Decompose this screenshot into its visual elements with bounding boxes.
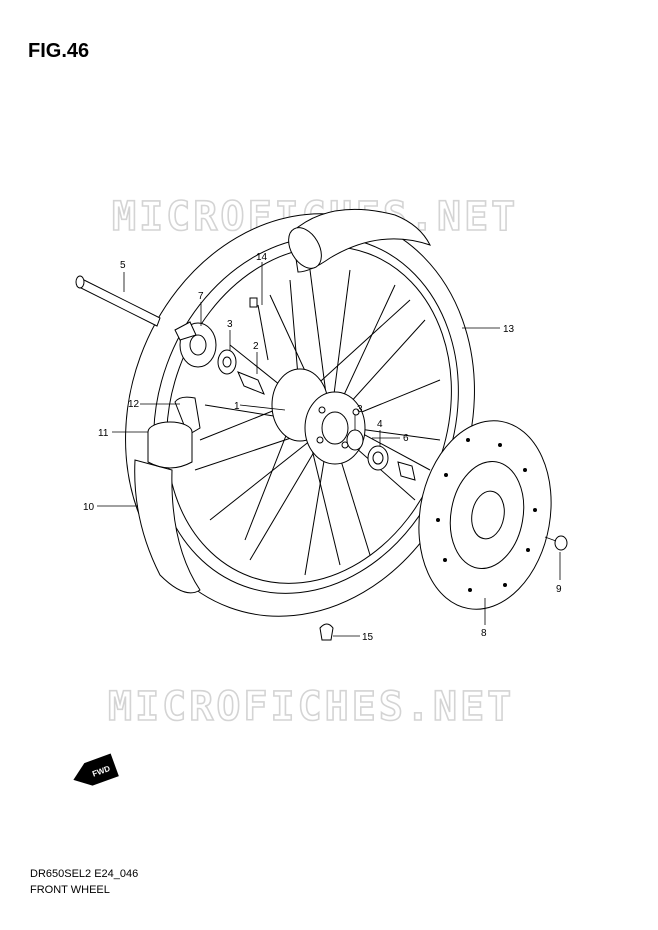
brake-disc <box>418 420 552 610</box>
callout-15: 15 <box>362 632 374 643</box>
brake-disc-cover <box>174 396 201 436</box>
front-wheel-assembly <box>125 208 475 617</box>
callout-9: 9 <box>556 584 562 595</box>
callout-3-right: 3 <box>357 404 363 415</box>
callout-2: 2 <box>253 341 259 352</box>
watermark-bottom: MICROFICHES.NET <box>108 684 514 730</box>
spoke-nipple <box>249 297 258 308</box>
spacer-right <box>397 461 416 481</box>
callout-7: 7 <box>198 291 204 302</box>
callout-12: 12 <box>128 399 140 410</box>
callout-13: 13 <box>503 324 515 335</box>
tire-tread-left <box>134 459 201 594</box>
callout-11: 11 <box>98 428 109 439</box>
callout-labels: 5 7 3 14 2 12 1 11 10 3 4 6 13 9 8 15 <box>83 252 562 643</box>
spacer <box>237 371 265 395</box>
callout-5: 5 <box>120 260 126 271</box>
figure-title: FIG.46 <box>28 40 90 62</box>
valve <box>319 623 334 641</box>
callout-4: 4 <box>377 419 383 430</box>
callout-8: 8 <box>481 628 487 639</box>
fwd-arrow-icon: FWD <box>73 753 119 786</box>
callout-10: 10 <box>83 502 95 513</box>
leader-lines <box>97 262 561 637</box>
front-axle <box>75 275 161 327</box>
disc-bolt <box>544 535 568 551</box>
speedometer-gearbox <box>174 321 217 368</box>
callout-3-left: 3 <box>227 319 233 330</box>
footer-diagram-name: FRONT WHEEL <box>30 884 110 896</box>
inner-tube <box>147 421 193 469</box>
callout-14: 14 <box>256 252 268 263</box>
footer-diagram-code: DR650SEL2 E24_046 <box>30 868 139 880</box>
callout-1: 1 <box>234 401 240 412</box>
bearing-right <box>346 429 364 451</box>
callout-6: 6 <box>403 433 409 444</box>
tire-tread-top <box>291 208 431 273</box>
hub-center <box>321 411 349 445</box>
